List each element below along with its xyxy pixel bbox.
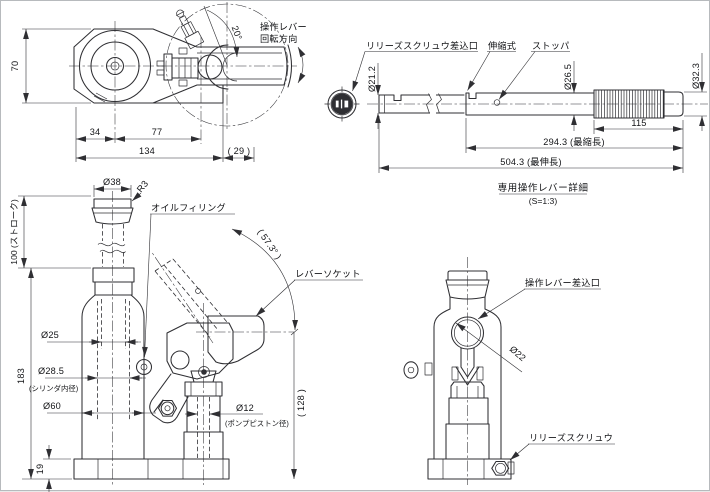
- dim-d32: Ø32.3: [684, 53, 707, 131]
- top-view: 20° 操作レバー 回転方向 70 34 77 134 ( 29 ): [10, 2, 307, 162]
- svg-text:R3: R3: [135, 179, 150, 195]
- svg-text:Ø28.5: Ø28.5: [38, 366, 64, 376]
- stopper-hole: [493, 99, 501, 106]
- dim-angle-20: 20°: [203, 5, 244, 66]
- svg-text:Ø26.5: Ø26.5: [563, 64, 573, 90]
- lever-detail-scale: (S=1:3): [529, 196, 558, 206]
- lever-end-cap: [663, 91, 684, 117]
- svg-text:Ø22: Ø22: [508, 344, 528, 363]
- oil-plug-front: [135, 358, 153, 376]
- dim-134-text: 134: [139, 146, 155, 156]
- svg-text:( 57.3° ): ( 57.3° ): [255, 227, 283, 261]
- dim-504-text: 504.3 (最伸長): [500, 156, 561, 167]
- lever-end-section: [324, 86, 360, 122]
- dim-d285: Ø28.5 (シリンダ内径): [29, 366, 146, 393]
- reservoir-front: [81, 294, 145, 460]
- svg-text:( 128 ): ( 128 ): [296, 389, 306, 417]
- dim-294-text: 294.3 (最縮長): [543, 136, 604, 147]
- label-release-screw-port: リリーズスクリュウ差込口: [352, 40, 478, 92]
- svg-text:伸縮式: 伸縮式: [488, 40, 516, 51]
- svg-text:19: 19: [35, 464, 45, 475]
- ram-raised-phantom: [97, 224, 126, 267]
- dim-115-text: 115: [631, 118, 646, 128]
- svg-text:Ø32.3: Ø32.3: [691, 63, 701, 89]
- svg-text:レバーソケット: レバーソケット: [295, 269, 361, 279]
- cylinder-gland: [92, 267, 135, 296]
- rotation-direction-label-1: 操作レバー: [260, 21, 307, 32]
- svg-text:専用操作レバー詳細: 専用操作レバー詳細: [498, 182, 589, 194]
- ram-circles-top: [78, 29, 152, 103]
- lever-detail-view: リリーズスクリュウ差込口 伸縮式 ストッパ: [324, 40, 708, 206]
- dim-d26: Ø26.5: [563, 61, 577, 131]
- dim-angle-573: ( 57.3° ): [231, 227, 299, 331]
- dim-stroke-100: 100 (ストローク): [9, 195, 91, 269]
- label-lever-port: 操作レバー差込口: [477, 277, 601, 320]
- lever-phantom-front: [150, 250, 228, 344]
- label-oil-filling: オイルフィリング: [142, 202, 235, 358]
- dim-d12: Ø12 (ポンプピストン径): [185, 403, 289, 428]
- lever-socket-top: [156, 44, 238, 90]
- rotation-direction-label-2: 回転方向: [260, 33, 298, 44]
- lever-port-side: [450, 316, 485, 350]
- lever-detail-title: 専用操作レバー詳細 (S=1:3): [498, 182, 589, 206]
- dim-r3: R3: [131, 179, 150, 202]
- reservoir-side: [433, 296, 502, 460]
- svg-text:ストッパ: ストッパ: [532, 41, 570, 51]
- oil-plug-side: [403, 361, 433, 379]
- dim-d38: Ø38: [93, 177, 132, 197]
- svg-text:Ø21.2: Ø21.2: [367, 66, 377, 92]
- svg-text:リリーズスクリュウ差込口: リリーズスクリュウ差込口: [366, 40, 478, 51]
- label-release-screw: リリーズスクリュウ: [509, 432, 615, 461]
- dim-29-text: ( 29 ): [228, 146, 251, 156]
- svg-text:183: 183: [16, 368, 26, 384]
- svg-text:Ø25: Ø25: [41, 330, 59, 340]
- pump-assembly-side: [445, 347, 490, 460]
- release-screw-side: [491, 460, 515, 476]
- svg-text:操作レバー差込口: 操作レバー差込口: [525, 277, 600, 288]
- hidden-bores: [97, 299, 210, 458]
- dim-70: 70: [10, 28, 91, 104]
- dim-34-text: 34: [90, 127, 101, 137]
- grease-nipple: [176, 9, 205, 50]
- svg-text:Ø60: Ø60: [43, 401, 61, 411]
- dim-19: 19: [35, 445, 71, 492]
- front-view: オイルフィリング レバーソケット ( 57.3° ) Ø38 R3: [9, 177, 363, 492]
- dim-horizontal-top: 34 77 134 ( 29 ): [75, 89, 255, 162]
- lever-socket-front: [166, 315, 294, 380]
- svg-text:Ø38: Ø38: [103, 177, 121, 187]
- svg-text:リリーズスクリュウ: リリーズスクリュウ: [529, 432, 613, 443]
- pump-link-front: [149, 373, 189, 424]
- dim-128: ( 128 ): [290, 328, 306, 479]
- dim-d22: Ø22: [455, 322, 528, 373]
- dim-d21: Ø21.2: [367, 63, 381, 129]
- dim-d25: Ø25: [41, 330, 141, 345]
- dim-d12-note: (ポンプピストン径): [225, 419, 289, 428]
- svg-text:70: 70: [10, 61, 20, 72]
- dim-d285-note: (シリンダ内径): [29, 384, 78, 393]
- label-stopper: ストッパ: [498, 41, 570, 100]
- dim-d60: Ø60: [43, 401, 156, 416]
- saddle-front: [91, 198, 134, 225]
- label-lever-socket: レバーソケット: [255, 269, 363, 317]
- svg-text:オイルフィリング: オイルフィリング: [151, 202, 226, 213]
- dim-77-text: 77: [152, 127, 163, 137]
- side-view: 操作レバー差込口 Ø22 リリーズスクリュウ: [403, 257, 615, 485]
- dim-angle-20-text: 20°: [230, 24, 244, 41]
- dim-lengths-lever: 115 294.3 (最縮長) 504.3 (最伸長): [378, 116, 684, 173]
- svg-text:100 (ストローク): 100 (ストローク): [9, 199, 19, 265]
- label-telescopic: 伸縮式: [467, 40, 516, 91]
- jack-body-top-outline: [73, 28, 154, 104]
- svg-text:Ø12: Ø12: [236, 403, 254, 413]
- rotation-direction-arrow: [297, 46, 306, 84]
- base-front: [73, 458, 230, 480]
